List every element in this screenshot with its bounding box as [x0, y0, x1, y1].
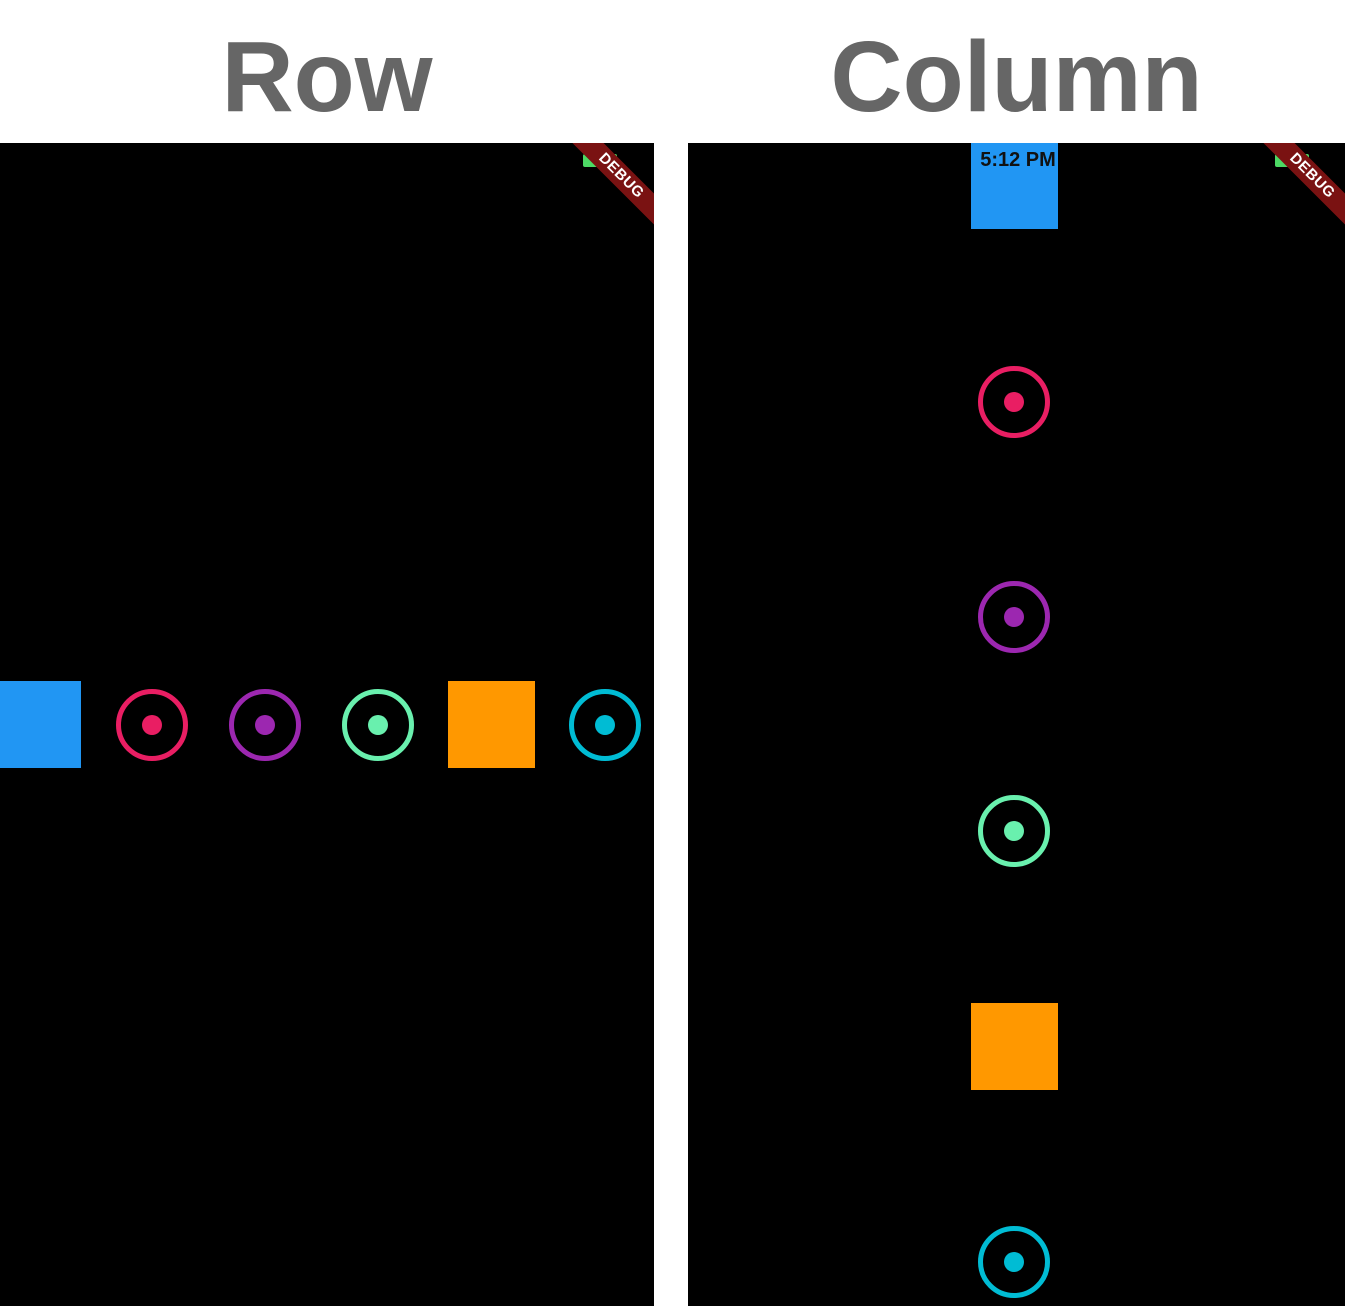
green-radio-ring	[978, 795, 1050, 867]
cyan-radio-dot	[1004, 1252, 1024, 1272]
row-phone-screen: DEBUG	[0, 143, 654, 1306]
pink-radio-ring	[116, 689, 188, 761]
pink-radio-dot	[1004, 392, 1024, 412]
row-heading: Row	[221, 21, 433, 133]
orange-square	[971, 1003, 1058, 1090]
cyan-radio-ring	[569, 689, 641, 761]
column-heading: Column	[830, 21, 1203, 133]
orange-square	[448, 681, 535, 768]
debug-ribbon-label: DEBUG	[560, 143, 654, 237]
debug-ribbon: DEBUG	[544, 143, 654, 253]
debug-ribbon: DEBUG	[1235, 143, 1345, 253]
blue-square	[0, 681, 81, 768]
cyan-radio-dot	[595, 715, 615, 735]
cyan-radio-ring	[978, 1226, 1050, 1298]
column-phone-screen: 5:12 PM DEBUG	[688, 143, 1345, 1306]
green-radio-dot	[1004, 821, 1024, 841]
purple-radio-dot	[255, 715, 275, 735]
purple-radio-ring	[978, 581, 1050, 653]
pink-radio-dot	[142, 715, 162, 735]
debug-ribbon-label: DEBUG	[1251, 143, 1345, 237]
purple-radio-dot	[1004, 607, 1024, 627]
green-radio-dot	[368, 715, 388, 735]
blue-square	[971, 143, 1058, 229]
pink-radio-ring	[978, 366, 1050, 438]
purple-radio-ring	[229, 689, 301, 761]
green-radio-ring	[342, 689, 414, 761]
status-bar-time: 5:12 PM	[980, 149, 1056, 171]
